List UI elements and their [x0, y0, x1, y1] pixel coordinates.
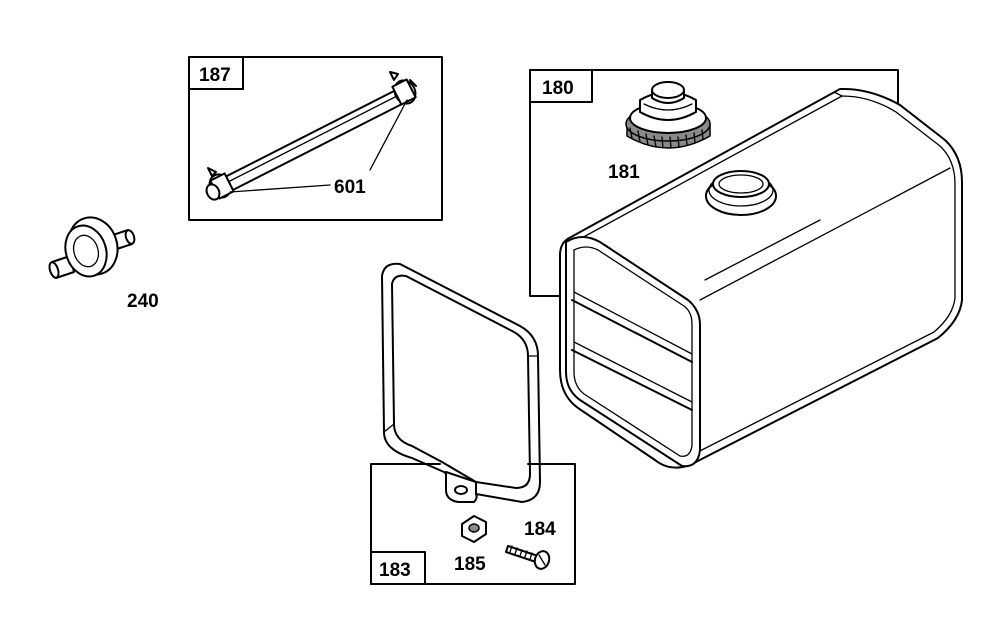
leader-601 [229, 99, 408, 193]
group-box-180: 180 [529, 69, 899, 297]
tank-strap-part [381, 262, 541, 503]
screw-part [505, 545, 551, 570]
group-box-187: 187 [188, 56, 443, 221]
part-label-181: 181 [608, 162, 640, 183]
part-label-601: 601 [334, 177, 366, 198]
square-nut-part [461, 515, 487, 543]
part-label-184: 184 [524, 519, 556, 540]
group-box-187-label: 187 [199, 65, 231, 86]
part-label-185: 185 [454, 554, 486, 575]
group-box-183-label: 183 [379, 560, 411, 581]
fuel-tank-part [559, 87, 963, 469]
group-box-180-label: 180 [542, 78, 574, 99]
part-label-240: 240 [127, 291, 159, 312]
group-box-183: 183 [370, 463, 576, 585]
fuel-cap-part [625, 81, 711, 149]
fuel-line-part [205, 71, 417, 201]
fuel-filter-part [48, 216, 136, 279]
